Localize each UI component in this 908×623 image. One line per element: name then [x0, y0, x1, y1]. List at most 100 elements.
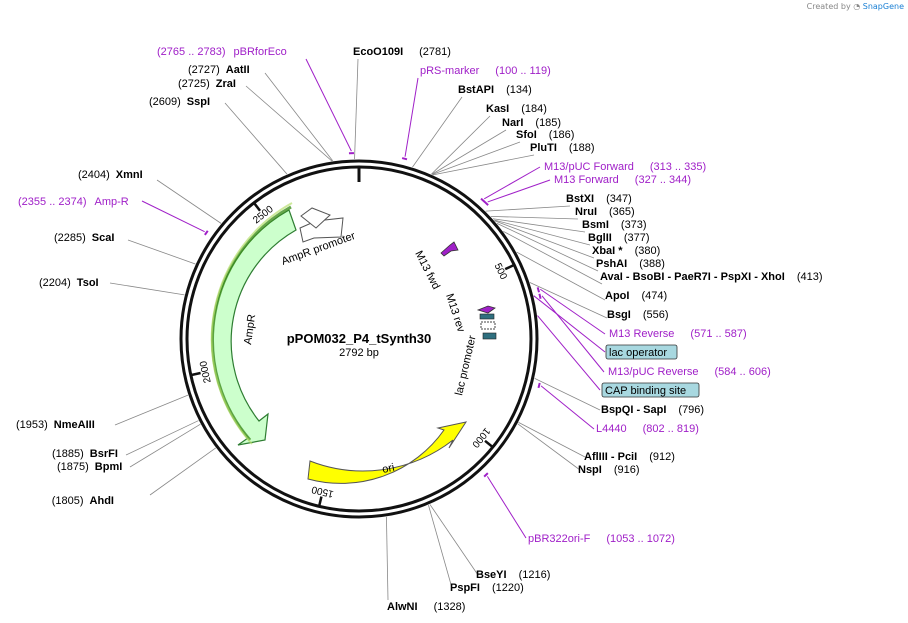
primer-mark	[204, 230, 209, 236]
plasmid-size: 2792 bp	[339, 347, 379, 359]
primer-m13-puc-reverse[interactable]: M13/pUC Reverse(584 .. 606)	[608, 366, 771, 378]
site-ahdi[interactable]: (1805)AhdI	[52, 495, 114, 507]
site-leader-line	[109, 282, 185, 296]
site-nari[interactable]: NarI(185)	[502, 117, 561, 129]
site-nrui[interactable]: NruI(365)	[575, 206, 635, 218]
site-afliii[interactable]: AflIII - PciI(912)	[584, 451, 675, 463]
site-ecoo109i[interactable]: EcoO109I(2781)	[353, 46, 451, 58]
primer-m13-reverse[interactable]: M13 Reverse(571 .. 587)	[609, 328, 747, 340]
site-kasi[interactable]: KasI(184)	[486, 103, 547, 115]
site-tsoi[interactable]: (2204)TsoI	[39, 277, 99, 289]
site-xbai[interactable]: XbaI *(380)	[592, 245, 660, 257]
site-leader-line	[149, 447, 216, 496]
site-leader-line	[485, 205, 571, 212]
site-leader-line	[494, 220, 595, 259]
primer-leader-line	[141, 200, 205, 233]
site-leader-line	[114, 394, 189, 426]
primer-mark	[537, 382, 541, 389]
primer-amp-r[interactable]: (2355 .. 2374)Amp-R	[18, 196, 129, 208]
tick-label: 1500	[310, 483, 335, 499]
site-leader-line	[354, 58, 359, 160]
primer-mark	[483, 200, 489, 206]
site-leader-line	[518, 422, 586, 458]
m13-fwd-arrow	[440, 241, 459, 257]
primer-m13-forward[interactable]: M13 Forward(327 .. 344)	[554, 174, 691, 186]
site-leader-line	[129, 423, 201, 468]
site-leader-line	[156, 179, 222, 224]
lac-operator-box[interactable]: lac operator	[605, 344, 678, 360]
site-bpmi[interactable]: (1875)BpmI	[57, 461, 122, 473]
site-leader-line	[432, 154, 535, 176]
site-leader-line	[516, 251, 606, 301]
primer-leader-line	[540, 288, 606, 335]
site-bsrfi[interactable]: (1885)BsrFI	[52, 448, 118, 460]
site-pluti[interactable]: PluTI(188)	[530, 142, 595, 154]
m13-rev-arrow	[476, 305, 496, 314]
site-leader-line	[529, 282, 608, 319]
ampr-promoter-head	[300, 207, 331, 229]
primer-l4440[interactable]: L4440(802 .. 819)	[596, 423, 699, 435]
site-bsgi[interactable]: BsgI(556)	[607, 309, 669, 321]
cap-binding-site-box[interactable]: CAP binding site	[601, 382, 700, 398]
site-scai[interactable]: (2285)ScaI	[54, 232, 114, 244]
primer-leader-line	[305, 58, 352, 152]
site-nspi[interactable]: NspI(916)	[578, 464, 640, 476]
primer-mark	[483, 472, 489, 478]
backbone-inner	[185, 165, 533, 513]
feature-leader-line	[537, 315, 601, 391]
primer-m13-puc-forward[interactable]: M13/pUC Forward(313 .. 335)	[544, 161, 706, 173]
lac-operator-label: lac operator	[609, 347, 667, 359]
site-leader-line	[432, 141, 521, 175]
site-leader-line	[386, 516, 389, 601]
ori-arrow	[307, 421, 468, 484]
primer-pbrforeco[interactable]: (2765 .. 2783)pBRforEco	[157, 46, 287, 58]
site-bseyi[interactable]: BseYI(1216)	[476, 569, 550, 581]
site-leader-line	[224, 102, 288, 175]
primer-mark	[536, 287, 540, 293]
site-pshai[interactable]: PshAI(388)	[596, 258, 665, 270]
site-leader-line	[431, 115, 491, 175]
m13-rev-label: M13 rev	[443, 292, 467, 334]
tick-mark	[504, 263, 515, 271]
site-bstxi[interactable]: BstXI(347)	[566, 193, 632, 205]
site-leader-line	[428, 504, 453, 589]
lac-promoter-dashed	[480, 321, 496, 330]
site-sfoi[interactable]: SfoI(186)	[516, 129, 574, 141]
ori-label: ori	[381, 462, 395, 476]
site-pspfi[interactable]: PspFI(1220)	[450, 582, 524, 594]
tick-mark	[484, 439, 494, 449]
primer-leader-line	[540, 385, 595, 430]
primer-pbr322ori-f[interactable]: pBR322ori-F(1053 .. 1072)	[528, 533, 675, 545]
site-avai-group[interactable]: AvaI - BsoBI - PaeR7I - PspXI - XhoI(413…	[600, 271, 823, 283]
site-leader-line	[125, 420, 199, 456]
lac-operator-block	[479, 313, 495, 320]
tick-mark	[317, 496, 323, 507]
site-aatii[interactable]: (2727)AatII	[188, 64, 250, 76]
primer-prs-marker[interactable]: pRS-marker(100 .. 119)	[420, 65, 551, 77]
m13-fwd-label: M13 fwd	[412, 249, 442, 291]
tick-label: 500	[492, 262, 509, 282]
site-nmeaiii[interactable]: (1953)NmeAIII	[16, 419, 95, 431]
snapgene-credit: Created by ◔ SnapGene	[807, 2, 904, 11]
site-apoi[interactable]: ApoI(474)	[605, 290, 667, 302]
site-bsmi[interactable]: BsmI(373)	[582, 219, 647, 231]
tick-mark	[252, 202, 262, 212]
site-bglii[interactable]: BglII(377)	[588, 232, 650, 244]
site-alwni[interactable]: AlwNI(1328)	[387, 601, 465, 613]
site-leader-line	[492, 218, 586, 233]
leader-lines	[109, 58, 608, 601]
backbone-outer	[179, 159, 539, 519]
primer-marks	[204, 152, 542, 478]
site-leader-line	[429, 504, 479, 576]
site-leader-line	[534, 378, 601, 411]
site-xmni[interactable]: (2404)XmnI	[78, 169, 143, 181]
site-bstapi[interactable]: BstAPI(134)	[458, 84, 532, 96]
site-sspi[interactable]: (2609)SspI	[149, 96, 210, 108]
tick-label: 1000	[469, 425, 492, 450]
site-bspqi[interactable]: BspQI - SapI(796)	[601, 404, 704, 416]
primer-mark	[538, 293, 542, 299]
primer-mark	[480, 197, 486, 203]
plasmid-name: pPOM032_P4_tSynth30	[287, 331, 432, 346]
site-zrai[interactable]: (2725)ZraI	[178, 78, 236, 90]
